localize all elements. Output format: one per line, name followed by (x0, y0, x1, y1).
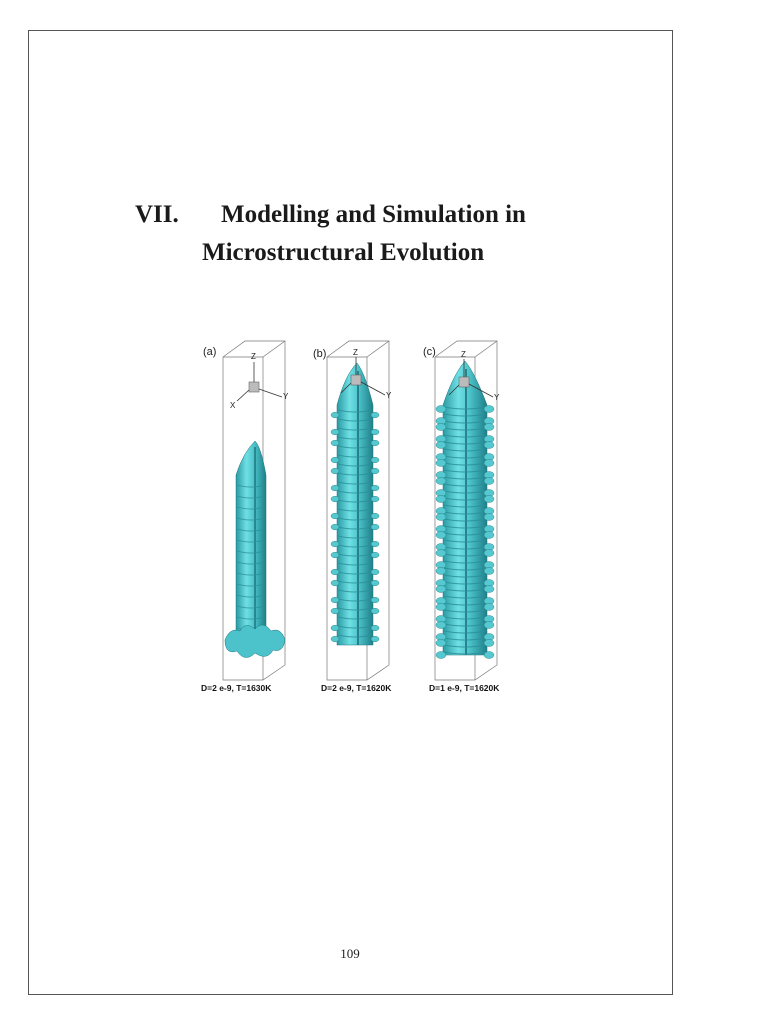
panel-b: (b) Z Y D=2 e-9, T=1620K (313, 340, 392, 693)
dendrite-a-base (224, 624, 286, 658)
panel-a: (a) Z Y X D=2 e-9, T=1630K (201, 340, 289, 693)
panel-c: (c) Z Y D=1 e-9, T=1620K (423, 340, 500, 693)
panel-c-caption: D=1 e-9, T=1620K (429, 683, 500, 693)
dendrite-a (235, 440, 267, 636)
dendrite-figure-svg: (a) Z Y X D=2 e-9, T=1630K (201, 340, 500, 693)
y-axis-label-b: Y (386, 391, 392, 400)
panel-c-box (434, 340, 498, 681)
heading-line-1: VII. Modelling and Simulation in (135, 196, 526, 234)
section-title-part-2: Microstructural Evolution (202, 239, 485, 266)
panel-b-box (326, 340, 390, 681)
panel-a-caption: D=2 e-9, T=1630K (201, 683, 272, 693)
y-axis-label-a: Y (283, 392, 289, 401)
x-axis-label-a: X (230, 401, 236, 410)
panel-a-box (222, 340, 286, 681)
dendrite-b (336, 362, 374, 646)
section-number: VII. (135, 201, 179, 228)
dendrite-figure: (a) Z Y X D=2 e-9, T=1630K (195, 335, 525, 695)
page-border (28, 30, 673, 995)
panel-c-label: (c) (423, 346, 436, 358)
section-title-part-1: Modelling and Simulation in (221, 201, 526, 228)
page-number: 109 (340, 946, 360, 961)
dendrite-c (442, 360, 488, 656)
panel-b-label: (b) (313, 348, 326, 360)
axis-triad-b: Z Y (340, 348, 392, 400)
axis-triad-c: Z Y (448, 350, 500, 402)
y-axis-label-c: Y (494, 393, 500, 402)
z-axis-label-a: Z (251, 352, 256, 361)
panel-b-caption: D=2 e-9, T=1620K (321, 683, 392, 693)
axis-triad-a: Z Y X (230, 352, 289, 410)
panel-a-label: (a) (203, 346, 216, 358)
z-axis-label-b: Z (353, 348, 358, 357)
z-axis-label-c: Z (461, 350, 466, 359)
